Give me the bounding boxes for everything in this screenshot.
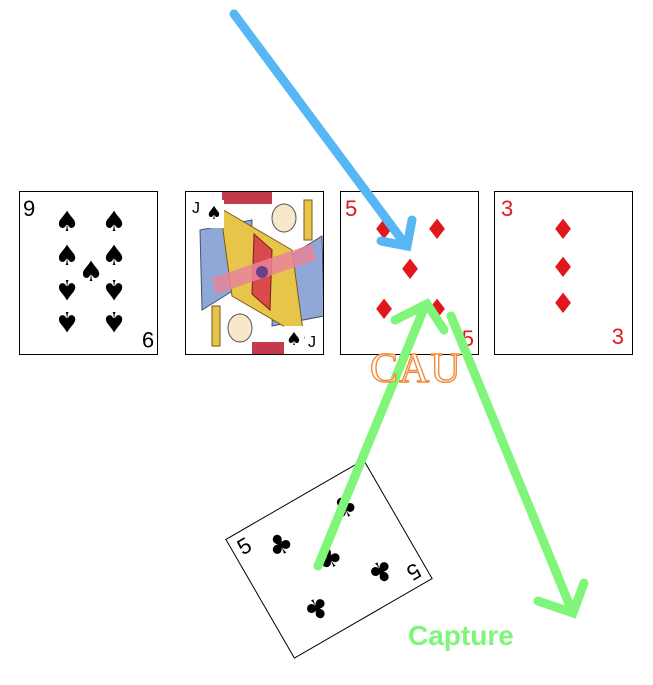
- card-rank-top: J: [192, 198, 200, 220]
- card-rank-bottom: 5: [402, 558, 426, 586]
- spade-pip-icon: ♠: [54, 239, 80, 272]
- club-pip-icon: ♣: [310, 537, 349, 579]
- card-rank-bottom: 3: [611, 324, 624, 349]
- diamond-pip-icon: ♦: [397, 253, 423, 286]
- spade-pip-icon: ♠: [101, 305, 127, 338]
- spade-pip-icon: ♠: [54, 273, 80, 306]
- table-card-9-spades[interactable]: 9 9 ♠ ♠ ♠ ♠ ♠ ♠ ♠ ♠ ♠: [19, 191, 158, 355]
- diamond-pip-icon: ♦: [550, 251, 576, 284]
- diamond-pip-icon: ♦: [424, 213, 450, 246]
- card-rank-top: 3: [501, 196, 514, 221]
- diamond-pip-icon: ♦: [424, 293, 450, 326]
- capture-label: Capture: [408, 620, 514, 651]
- card-rank-top: 9: [23, 196, 36, 221]
- spade-pip-icon: ♠: [284, 326, 304, 354]
- spade-pip-icon: ♠: [54, 305, 80, 338]
- card-rank-bottom: 9: [141, 327, 154, 352]
- table-card-3-diamonds[interactable]: 3 3 ♦ ♦ ♦: [494, 191, 633, 355]
- spade-pip-icon: ♠: [204, 200, 224, 228]
- table-card-5-diamonds[interactable]: 5 5 ♦ ♦ ♦ ♦ ♦: [340, 191, 479, 355]
- diamond-pip-icon: ♦: [550, 287, 576, 320]
- club-pip-icon: ♣: [325, 487, 364, 529]
- spade-pip-icon: ♠: [78, 255, 104, 288]
- card-rank-top: 5: [232, 532, 256, 560]
- table-card-jack-spades[interactable]: J ♠ ♠ J: [185, 191, 324, 355]
- club-pip-icon: ♣: [261, 524, 300, 566]
- card-rank-bottom: 5: [461, 326, 474, 351]
- cau-label: CAU: [369, 346, 462, 392]
- diamond-pip-icon: ♦: [371, 293, 397, 326]
- spade-pip-icon: ♠: [101, 273, 127, 306]
- club-pip-icon: ♣: [297, 587, 337, 629]
- card-rank-bottom: J: [308, 332, 316, 354]
- played-card-5-clubs[interactable]: 5 5 ♣ ♣ ♣ ♣ ♣: [225, 459, 433, 659]
- spade-pip-icon: ♠: [54, 205, 80, 238]
- diamond-pip-icon: ♦: [550, 213, 576, 246]
- spade-pip-icon: ♠: [101, 239, 127, 272]
- card-rank-top: 5: [345, 196, 358, 221]
- spade-pip-icon: ♠: [101, 205, 127, 238]
- diamond-pip-icon: ♦: [371, 213, 397, 246]
- club-pip-icon: ♣: [361, 550, 401, 592]
